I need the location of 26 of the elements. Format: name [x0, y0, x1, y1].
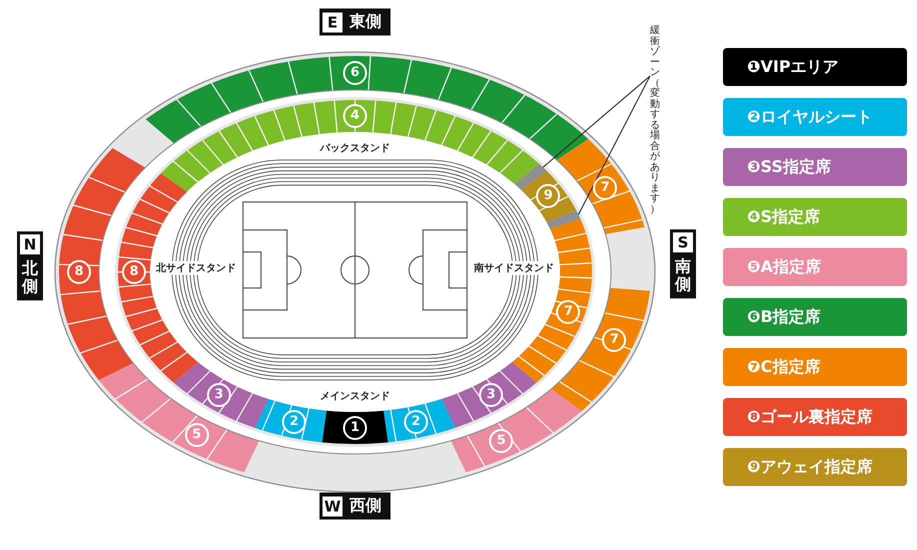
legend-item: ❼C指定席: [723, 348, 907, 386]
direction-label: 西側: [348, 496, 382, 516]
legend-item: ❽ゴール裏指定席: [723, 398, 907, 436]
buffer-zone: [514, 164, 547, 190]
stand-label: 北サイドスタンド: [154, 261, 238, 275]
legend-item: ❺A指定席: [723, 248, 907, 286]
direction-letter: N: [20, 234, 40, 254]
direction-label: 北側: [22, 259, 38, 297]
legend-item: ❷ロイヤルシート: [723, 98, 907, 136]
direction-label: 東側: [348, 12, 382, 32]
legend-item: ❾アウェイ指定席: [723, 448, 907, 486]
direction-letter: E: [322, 12, 342, 32]
stand-label: 南サイドスタンド: [472, 261, 556, 275]
legend-item: ❶VIPエリア: [723, 48, 907, 86]
buffer-zone-note: 緩衝ゾーン（変動する場合があります）: [650, 26, 660, 215]
buffer-zone: [546, 210, 580, 229]
direction-letter: S: [673, 232, 693, 252]
stand-label: メインスタンド: [318, 389, 392, 403]
leader-line: [578, 76, 650, 216]
legend-item: ❸SS指定席: [723, 148, 907, 186]
direction-label: 南側: [675, 257, 691, 295]
leader-line: [542, 76, 650, 168]
direction-letter: W: [322, 496, 342, 516]
legend-item: ❻B指定席: [723, 298, 907, 336]
legend-item: ❹S指定席: [723, 198, 907, 236]
stand-label: バックスタンド: [318, 141, 392, 155]
